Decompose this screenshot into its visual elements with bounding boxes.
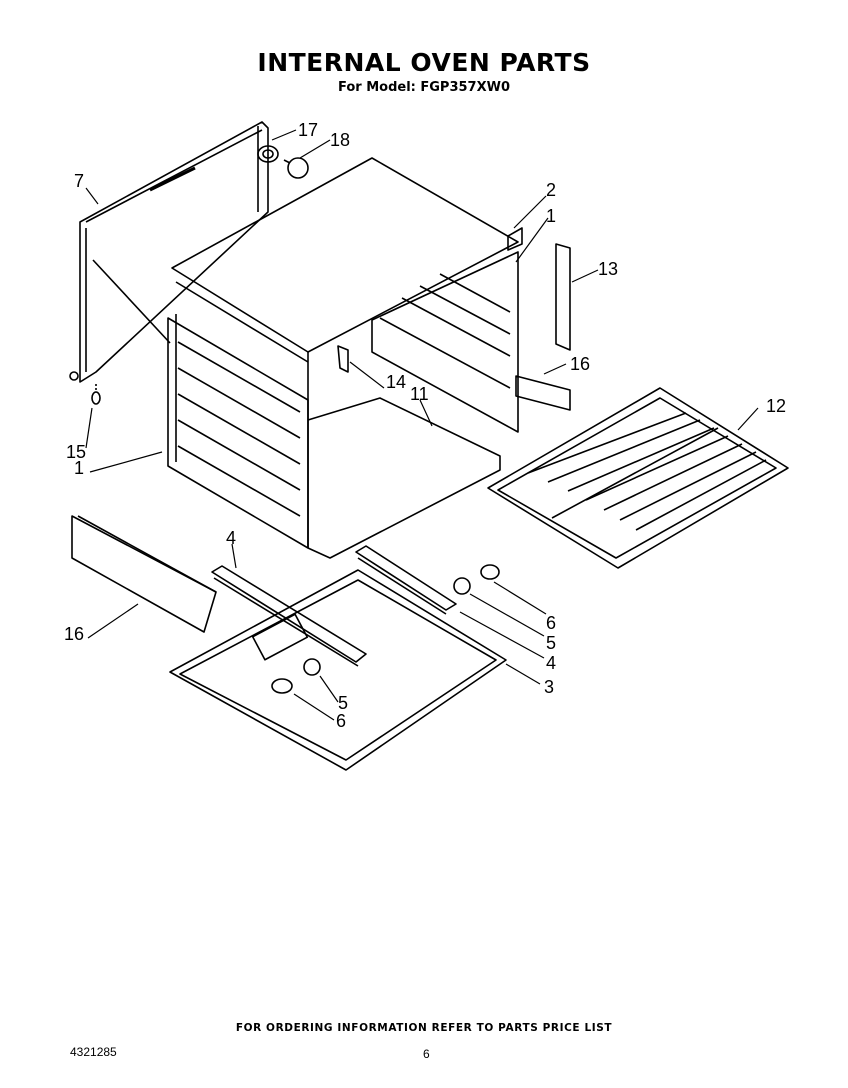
oven-bottom-part-3	[169, 569, 507, 771]
bushing-part-5-left	[303, 658, 321, 676]
callout-7: 7	[74, 171, 84, 191]
right-side-rack-supports-part-1	[379, 273, 511, 389]
burner-support-part-4-right	[355, 545, 457, 615]
rear-panel-part-7	[69, 121, 269, 383]
callout-14: 14	[386, 372, 406, 392]
callout-2: 2	[546, 180, 556, 200]
document-number: 4321285	[70, 1045, 117, 1059]
model-subtitle: For Model: FGP357XW0	[337, 80, 510, 95]
callout-15: 15	[66, 442, 86, 462]
callout-13: 13	[598, 259, 618, 279]
knob-part-6-left	[271, 678, 293, 694]
light-bulb-part-18	[283, 157, 309, 179]
side-trim-right-part-16	[515, 375, 571, 411]
callout-1-left: 1	[74, 458, 84, 478]
clip-part-14	[337, 345, 349, 373]
knob-part-6-right	[480, 564, 500, 580]
light-socket-part-17	[257, 145, 279, 163]
callout-11: 11	[410, 384, 429, 404]
side-trim-left-part-16	[71, 515, 217, 633]
callout-18: 18	[330, 130, 350, 150]
oven-rack-part-12	[487, 387, 789, 569]
page-title: INTERNAL OVEN PARTS	[257, 48, 591, 77]
callout-16-left: 16	[64, 624, 84, 644]
callout-5-right: 5	[546, 633, 556, 653]
leader-lines	[85, 129, 759, 721]
callout-4-right: 4	[546, 653, 556, 673]
callout-6-right: 6	[546, 613, 556, 633]
ordering-note: FOR ORDERING INFORMATION REFER TO PARTS …	[235, 1022, 613, 1034]
callout-4-left: 4	[226, 528, 236, 548]
left-side-rack-supports-part-1	[177, 341, 301, 517]
callout-1-right: 1	[546, 206, 556, 226]
vent-tab-part-2	[507, 227, 523, 251]
callout-3: 3	[544, 677, 554, 697]
bushing-part-5-right	[453, 577, 471, 595]
callout-16-right: 16	[570, 354, 590, 374]
callout-12: 12	[766, 396, 786, 416]
burner-support-part-4-left	[211, 565, 367, 667]
callout-17: 17	[298, 120, 318, 140]
callout-6-left: 6	[336, 711, 346, 731]
callout-5-left: 5	[338, 693, 348, 713]
screw-part-15	[91, 384, 101, 405]
oven-liner-part-11	[167, 157, 519, 559]
bracket-part-13	[555, 243, 571, 351]
page-number: 6	[423, 1047, 430, 1061]
